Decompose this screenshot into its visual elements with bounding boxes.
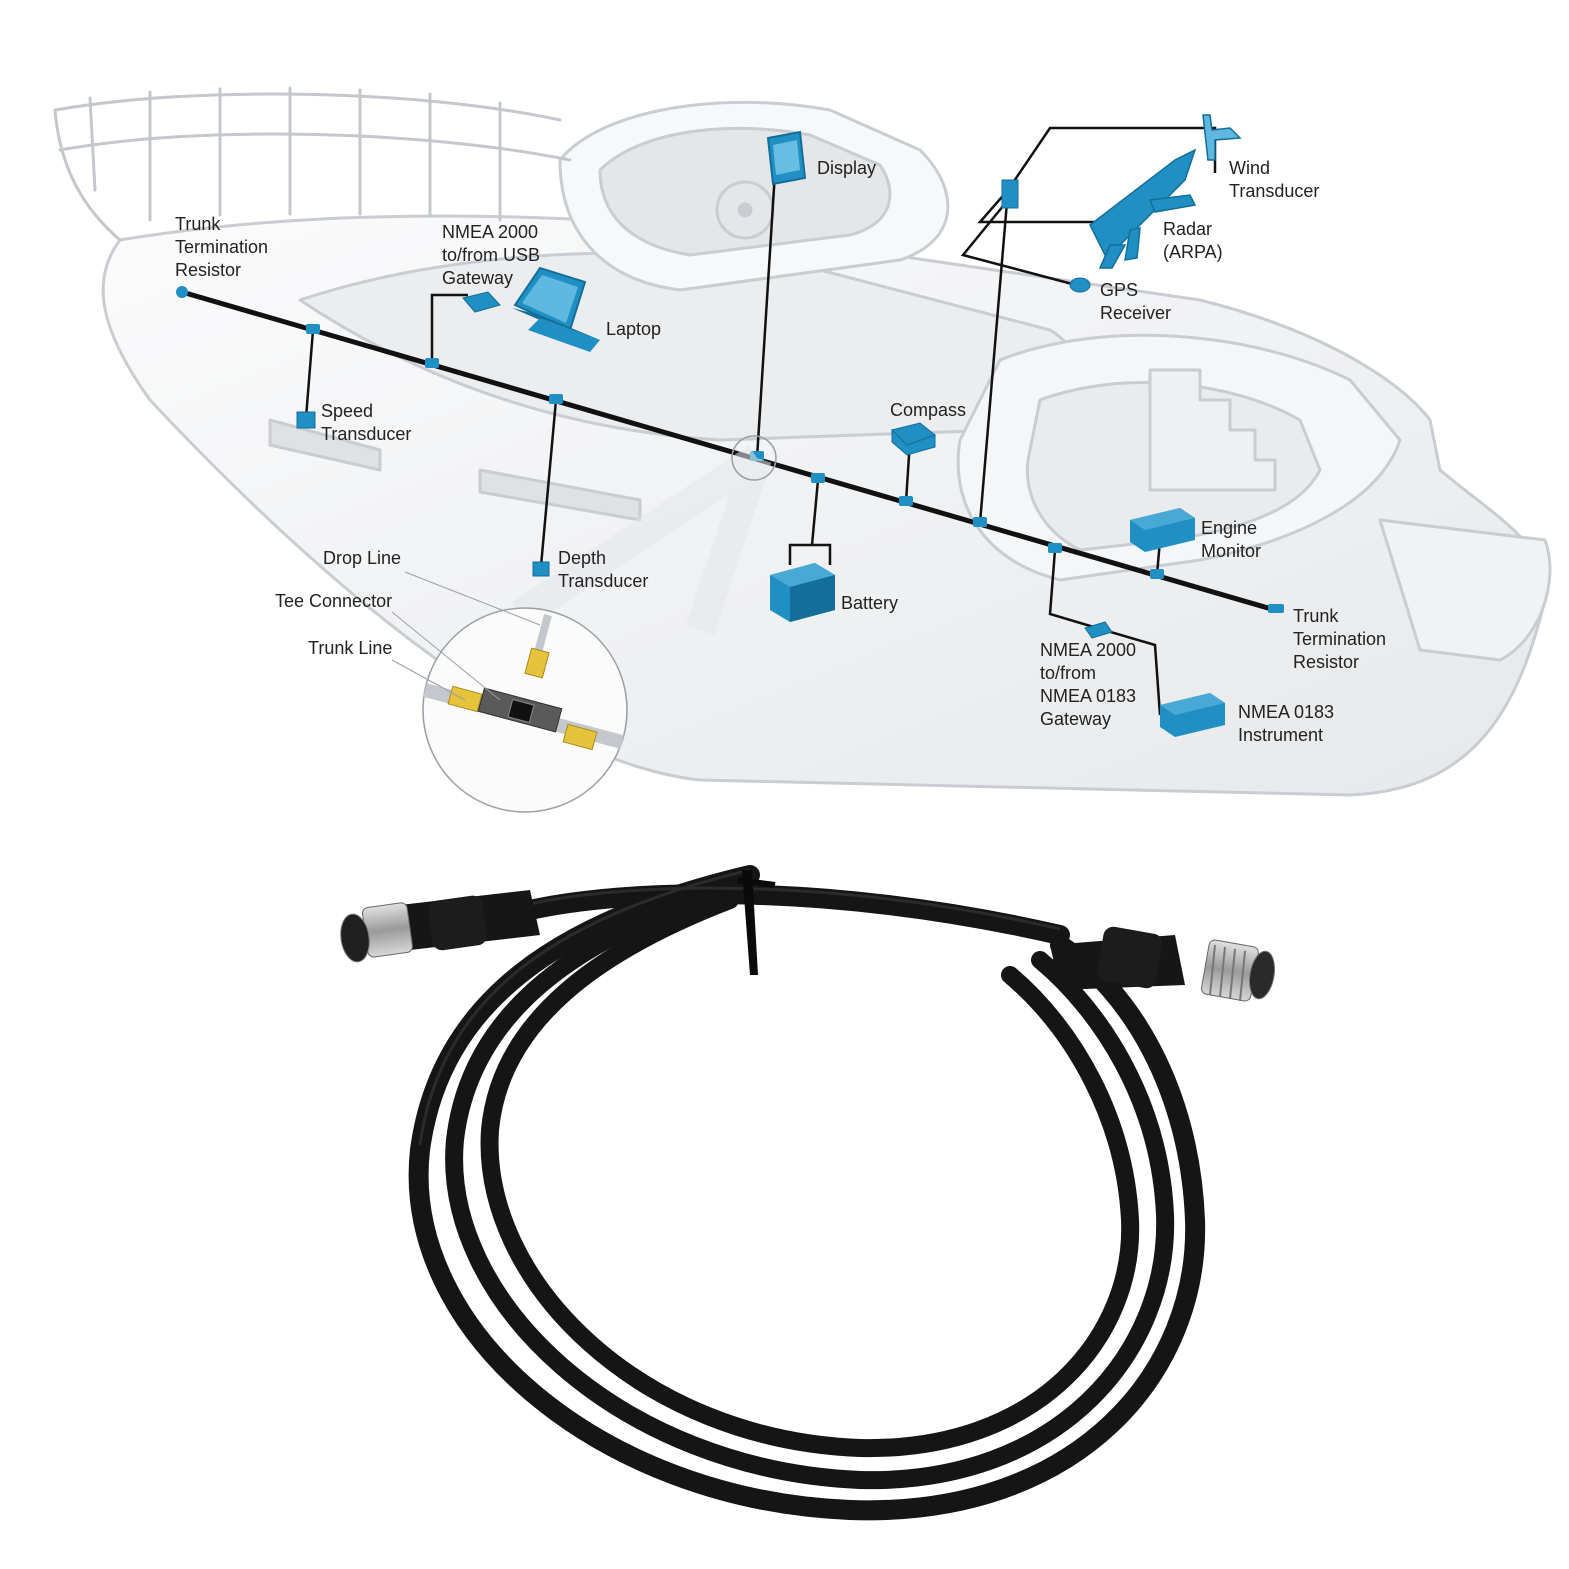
battery-label: Battery xyxy=(841,593,898,613)
devices xyxy=(296,114,1242,737)
wind-transducer-icon xyxy=(1202,114,1242,161)
nmea0183-instrument-icon xyxy=(1160,693,1225,737)
nmea0183-gateway-label: NMEA 2000 to/from NMEA 0183 Gateway xyxy=(1040,640,1141,729)
display-icon xyxy=(766,130,807,186)
bow-railing xyxy=(53,86,572,242)
laptop-icon xyxy=(512,266,600,352)
boat-hull-icon xyxy=(101,100,1552,797)
radar-icon xyxy=(1089,148,1197,269)
gps-receiver-label: GPS Receiver xyxy=(1100,280,1171,323)
compass-icon xyxy=(891,422,937,456)
laptop-label: Laptop xyxy=(606,319,661,339)
tee-detail-callout xyxy=(391,435,777,813)
drop-line-label: Drop Line xyxy=(323,548,401,568)
trunk-termination-right-label: Trunk Termination Resistor xyxy=(1293,606,1391,672)
drop-lines xyxy=(304,126,1217,716)
nmea0183-instrument-label: NMEA 0183 Instrument xyxy=(1238,702,1339,745)
tee-junctions xyxy=(176,286,1284,613)
engine-monitor-icon xyxy=(1130,508,1195,552)
trunk-termination-left-label: Trunk Termination Resistor xyxy=(175,214,273,280)
engine-monitor-label: Engine Monitor xyxy=(1201,518,1262,561)
female-connector-icon xyxy=(340,890,540,963)
usb-gateway-label: NMEA 2000 to/from USB Gateway xyxy=(442,222,545,288)
wind-transducer-label: Wind Transducer xyxy=(1229,158,1319,201)
depth-transducer-icon xyxy=(532,561,550,577)
male-connector-icon xyxy=(1050,926,1276,1002)
usb-gateway-icon xyxy=(462,291,501,313)
nmea-cable-icon xyxy=(340,865,1276,1521)
gps-receiver-icon xyxy=(1069,277,1091,293)
mast-junction-icon xyxy=(1001,179,1019,209)
depth-transducer-label: Depth Transducer xyxy=(558,548,648,591)
speed-transducer-label: Speed Transducer xyxy=(321,401,411,444)
nmea0183-gateway-icon xyxy=(1084,621,1113,639)
display-label: Display xyxy=(817,158,876,178)
speed-transducer-icon xyxy=(296,411,316,429)
battery-icon xyxy=(770,563,835,622)
trunk-line-label: Trunk Line xyxy=(308,638,392,658)
compass-label: Compass xyxy=(890,400,966,420)
labels: Trunk Termination Resistor NMEA 2000 to/… xyxy=(175,158,1391,745)
tee-connector-label: Tee Connector xyxy=(275,591,392,611)
trunk-line xyxy=(181,289,1276,613)
radar-label: Radar (ARPA) xyxy=(1163,219,1223,262)
